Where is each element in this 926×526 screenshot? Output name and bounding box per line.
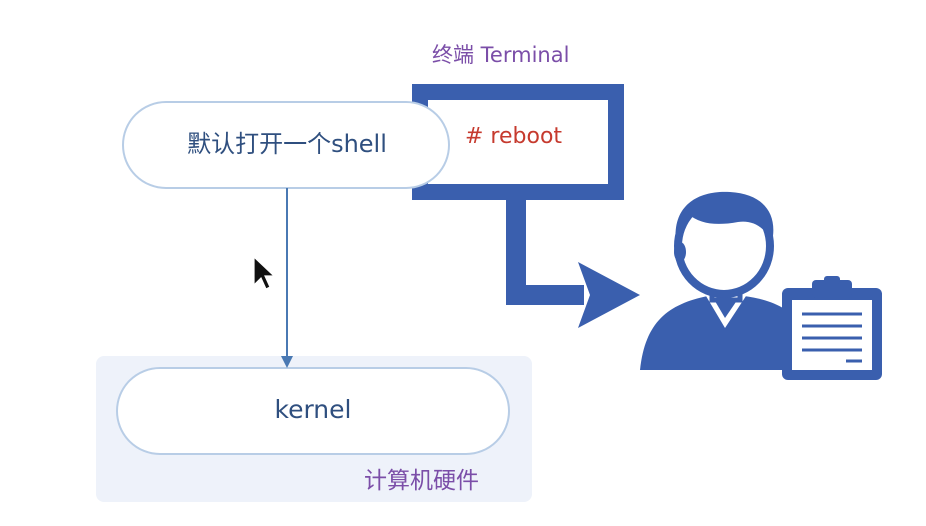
terminal-title: 终端 Terminal <box>432 43 569 67</box>
kernel-node <box>116 367 510 455</box>
terminal-to-user-arrow-line <box>506 192 584 305</box>
kernel-label: kernel <box>275 395 352 424</box>
terminal-frame <box>412 84 624 200</box>
hardware-label: 计算机硬件 <box>364 468 479 494</box>
clipboard-icon <box>782 276 882 380</box>
terminal-command: # reboot <box>465 124 562 149</box>
shell-label: 默认打开一个shell <box>187 130 387 158</box>
shell-to-kernel-arrow-head <box>281 356 293 368</box>
terminal-to-user-arrow-head <box>578 262 640 328</box>
mouse-cursor-icon <box>253 255 276 290</box>
user-icon <box>640 191 818 370</box>
